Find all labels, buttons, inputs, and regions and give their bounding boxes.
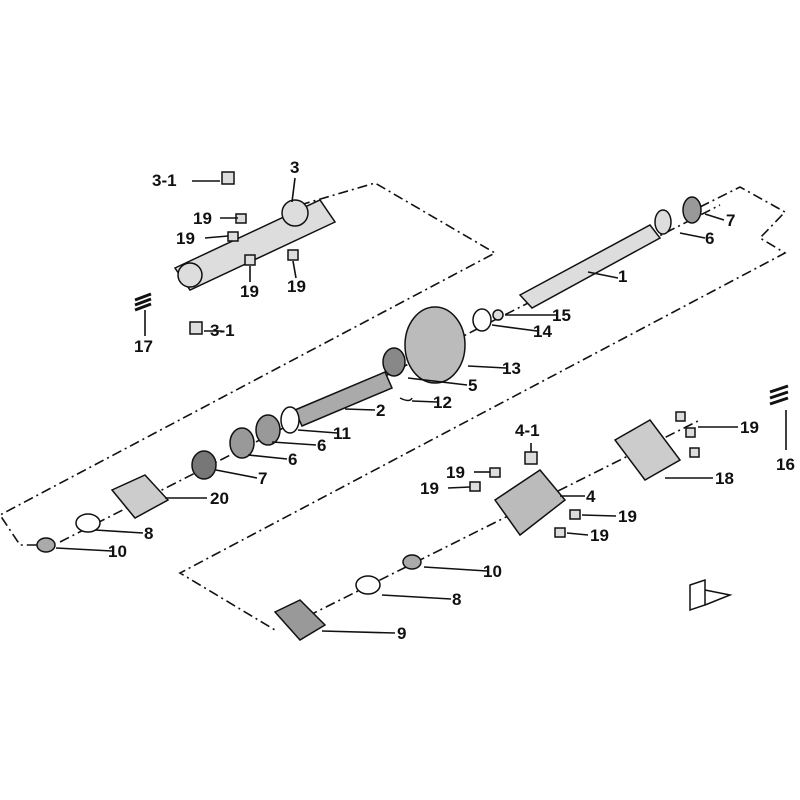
callout-label: 19 bbox=[287, 277, 306, 296]
callout-label: 6 bbox=[317, 436, 327, 455]
callout-label: 3 bbox=[290, 158, 300, 177]
callout-label: 12 bbox=[433, 393, 452, 412]
callout-label: 6 bbox=[705, 229, 715, 248]
callout-label: 16 bbox=[776, 455, 795, 474]
callout-label: 2 bbox=[376, 401, 386, 420]
callout-label: 6 bbox=[288, 450, 298, 469]
callout-label: 18 bbox=[715, 469, 734, 488]
cover-18 bbox=[613, 419, 682, 481]
nut-3-1-top bbox=[221, 171, 235, 185]
callout-label: 10 bbox=[108, 542, 127, 561]
callout-label: 17 bbox=[134, 337, 153, 356]
callout-label: 19 bbox=[193, 209, 212, 228]
callout-label: 19 bbox=[176, 229, 195, 248]
callout-label: 4 bbox=[586, 487, 596, 506]
gear-13 bbox=[404, 306, 466, 384]
dashed-boundary-lower bbox=[178, 186, 787, 631]
callout-label: 19 bbox=[446, 463, 465, 482]
callout-label: 3-1 bbox=[152, 171, 177, 190]
shaft-1 bbox=[518, 224, 662, 309]
callout-label: 19 bbox=[590, 526, 609, 545]
callout-label: 19 bbox=[618, 507, 637, 526]
callout-label: 15 bbox=[552, 306, 571, 325]
leader-lines bbox=[55, 177, 787, 634]
callout-label: 1 bbox=[618, 267, 628, 286]
spring-17 bbox=[134, 292, 152, 312]
callout-label: 8 bbox=[452, 590, 462, 609]
nut-3-1-bottom bbox=[189, 321, 203, 335]
flange-9 bbox=[273, 599, 327, 641]
callout-label: 7 bbox=[258, 469, 268, 488]
spring-16 bbox=[769, 384, 789, 406]
callout-label: 4-1 bbox=[515, 421, 540, 440]
callout-label: 19 bbox=[420, 479, 439, 498]
callout-label: 11 bbox=[333, 424, 351, 443]
callout-label: 3-1 bbox=[210, 321, 235, 340]
callout-label: 7 bbox=[726, 211, 736, 230]
callout-label: 5 bbox=[468, 376, 478, 395]
callout-label: 8 bbox=[144, 524, 154, 543]
dashed-boundary-upper bbox=[0, 182, 497, 546]
front-arrow-logo bbox=[689, 578, 733, 612]
callout-label: 9 bbox=[397, 624, 407, 643]
housing-4 bbox=[493, 469, 567, 537]
callout-label: 19 bbox=[740, 418, 759, 437]
flange-20 bbox=[110, 474, 170, 519]
callout-label: 20 bbox=[210, 489, 229, 508]
callout-label: 10 bbox=[483, 562, 502, 581]
callout-label: 14 bbox=[533, 322, 552, 341]
callout-label: 19 bbox=[240, 282, 259, 301]
callout-label: 13 bbox=[502, 359, 521, 378]
